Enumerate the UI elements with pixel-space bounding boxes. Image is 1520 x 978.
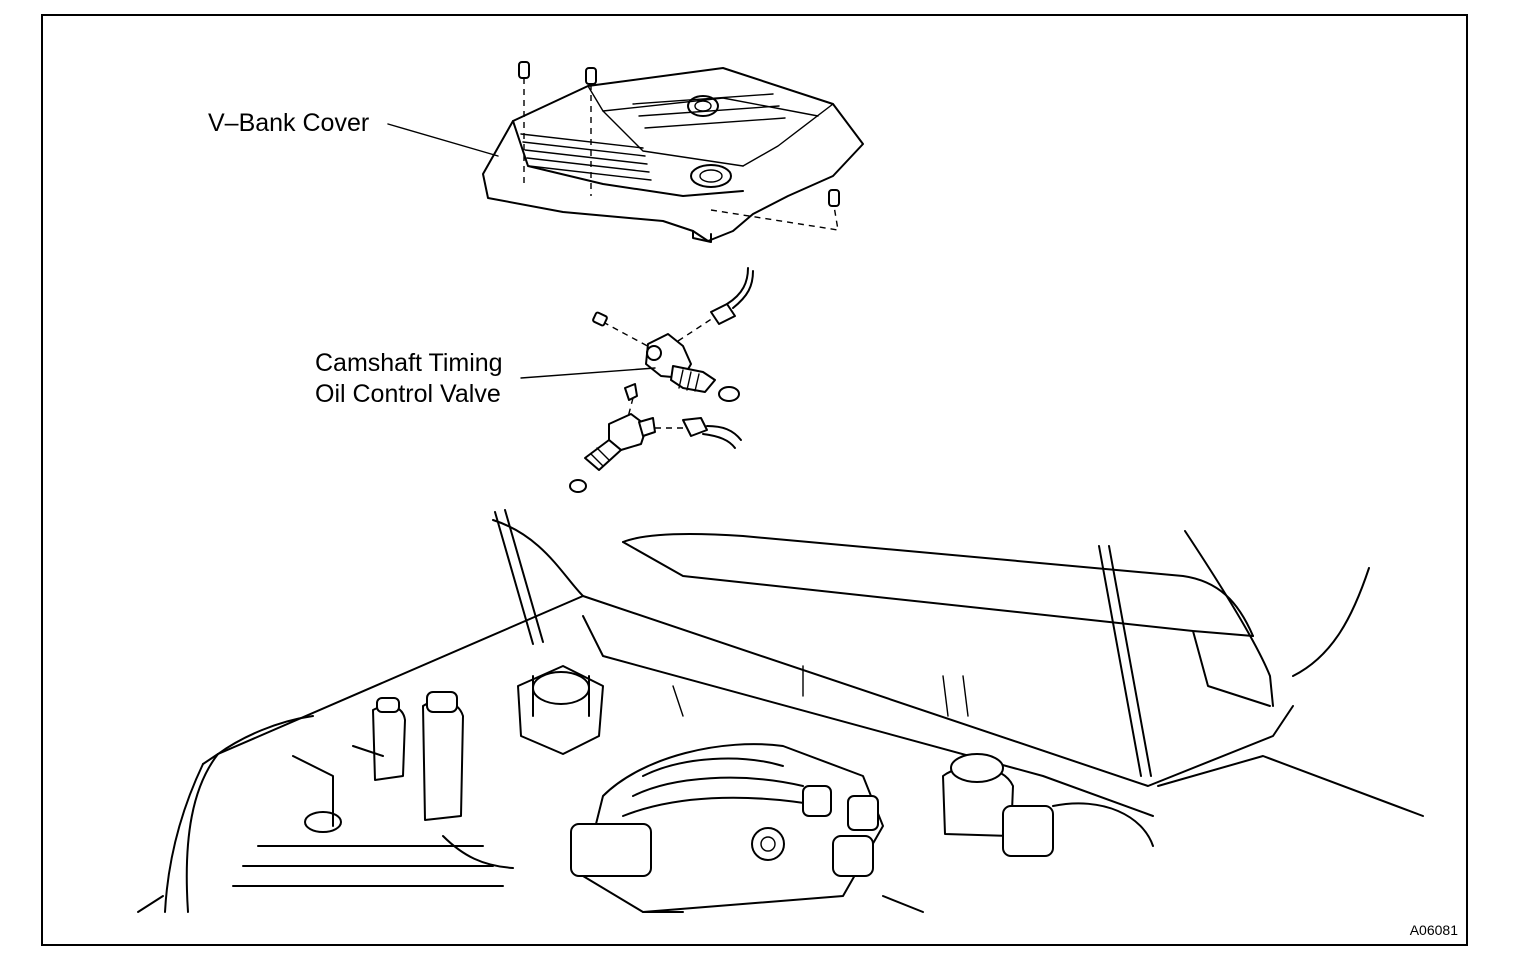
grommet-group	[518, 61, 840, 231]
oil-control-valve-label-line1: Camshaft Timing	[315, 349, 503, 377]
diagram-frame: V–Bank Cover Camshaft Timing Oil Control…	[41, 14, 1468, 946]
engine-bay-drawing	[137, 509, 1424, 913]
oil-control-valve-leader	[520, 367, 656, 379]
oil-control-valve-upper	[592, 267, 754, 402]
v-bank-cover-drawing	[482, 67, 864, 243]
v-bank-cover-label: V–Bank Cover	[208, 109, 370, 137]
oil-control-valve-label-line2: Oil Control Valve	[315, 380, 501, 408]
figure-code: A06081	[1409, 922, 1458, 938]
v-bank-cover-leader	[387, 123, 499, 157]
exploded-view-illustration	[137, 61, 1424, 913]
oil-control-valve-lower	[569, 383, 742, 493]
